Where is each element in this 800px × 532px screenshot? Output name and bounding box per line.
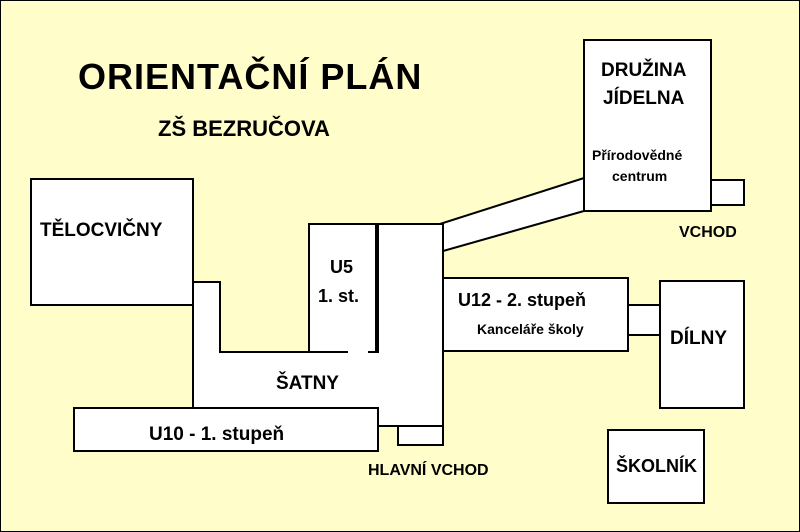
- plan-subtitle: ZŠ BEZRUČOVA: [158, 116, 330, 141]
- room-dilny: [659, 280, 745, 409]
- label-hlavni-vchod: HLAVNÍ VCHOD: [368, 462, 489, 479]
- label-u5: U5: [330, 257, 354, 277]
- label-centrum: centrum: [612, 168, 668, 184]
- label-u10: U10 - 1. stupeň: [149, 424, 285, 445]
- label-kancelare: Kanceláře školy: [477, 321, 584, 337]
- entrance-stub: [710, 179, 745, 206]
- label-u5-sub: 1. st.: [318, 286, 360, 306]
- room-druzina: [583, 39, 712, 212]
- connector-dilny: [627, 304, 661, 336]
- label-telocvicny: TĚLOCVIČNY: [40, 220, 163, 241]
- label-satny: ŠATNY: [276, 373, 339, 394]
- label-vchod: VCHOD: [679, 224, 737, 241]
- label-druzina: DRUŽINA: [601, 60, 687, 81]
- label-u12: U12 - 2. stupeň: [458, 290, 587, 310]
- room-u12: [442, 277, 629, 352]
- label-jidelna: JÍDELNA: [603, 88, 685, 109]
- room-telocvicny: [30, 178, 194, 306]
- room-u10: [73, 407, 379, 452]
- label-prirodovedne: Přírodovědné: [592, 147, 683, 163]
- plan-title: ORIENTAČNÍ PLÁN: [78, 56, 423, 97]
- label-dilny: DÍLNY: [670, 328, 727, 349]
- room-skolnik: [607, 429, 705, 504]
- room-u5: [308, 223, 377, 353]
- label-skolnik: ŠKOLNÍK: [616, 456, 697, 476]
- main-entrance-stub: [397, 425, 444, 446]
